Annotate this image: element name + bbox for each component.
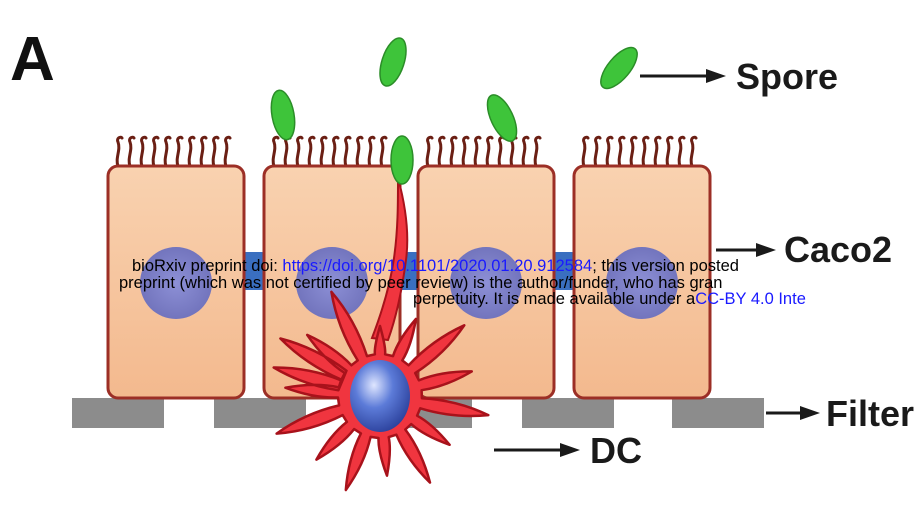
spore [268, 88, 298, 141]
microvillus [381, 137, 386, 166]
microvillus [165, 137, 170, 166]
microvillus [117, 137, 122, 166]
doi-link[interactable]: https://doi.org/10.1101/2020.01.20.91258… [282, 257, 592, 275]
microvillus [475, 137, 480, 166]
microvillus [201, 137, 206, 166]
microvillus [213, 137, 218, 166]
microvillus [177, 137, 182, 166]
microvillus [595, 137, 600, 166]
microvillus [655, 137, 660, 166]
preprint-notice-line-3: perpetuity. It is made available under a… [413, 291, 806, 308]
microvillus [463, 137, 468, 166]
dc-nucleus [350, 360, 410, 432]
microvillus [499, 137, 504, 166]
microvillus [691, 137, 696, 166]
microvillus [643, 137, 648, 166]
preprint-line1-suffix: ; this version posted [592, 257, 739, 275]
microvillus [297, 137, 302, 166]
caco2-label: Caco2 [784, 229, 892, 270]
microvillus [631, 137, 636, 166]
dc-label: DC [590, 430, 642, 471]
panel-letter: A [10, 25, 55, 94]
license-link[interactable]: CC-BY 4.0 Inte [695, 290, 806, 308]
microvillus [523, 137, 528, 166]
microvillus [357, 137, 362, 166]
caco2-arrow [716, 243, 776, 257]
microvillus [427, 137, 432, 166]
spores [268, 35, 644, 184]
spore [375, 35, 411, 89]
spore [391, 136, 413, 184]
microvillus [607, 137, 612, 166]
microvillus [583, 137, 588, 166]
preprint-line1-prefix: bioRxiv preprint doi: [132, 257, 282, 275]
preprint-line3-prefix: perpetuity. It is made available under a [413, 290, 695, 308]
filter-label: Filter [826, 393, 914, 434]
microvillus [667, 137, 672, 166]
filter-segment [672, 398, 764, 428]
microvillus [619, 137, 624, 166]
microvillus [333, 137, 338, 166]
microvillus [487, 137, 492, 166]
spore-label: Spore [736, 56, 838, 97]
microvillus [535, 137, 540, 166]
filter-segment [72, 398, 164, 428]
spore-arrow [640, 69, 726, 83]
microvillus [309, 137, 314, 166]
spore [595, 42, 644, 94]
microvillus [225, 137, 230, 166]
microvillus [451, 137, 456, 166]
microvillus [189, 137, 194, 166]
microvillus [273, 137, 278, 166]
microvillus [345, 137, 350, 166]
microvillus [679, 137, 684, 166]
microvillus [285, 137, 290, 166]
filter-segment [522, 398, 614, 428]
microvillus [439, 137, 444, 166]
microvillus [129, 137, 134, 166]
microvillus [141, 137, 146, 166]
dc-arrow [494, 443, 580, 457]
filter-arrow [766, 406, 820, 420]
microvillus [153, 137, 158, 166]
preprint-notice-line-1: bioRxiv preprint doi: https://doi.org/10… [132, 258, 739, 275]
microvillus [369, 137, 374, 166]
microvillus [321, 137, 326, 166]
